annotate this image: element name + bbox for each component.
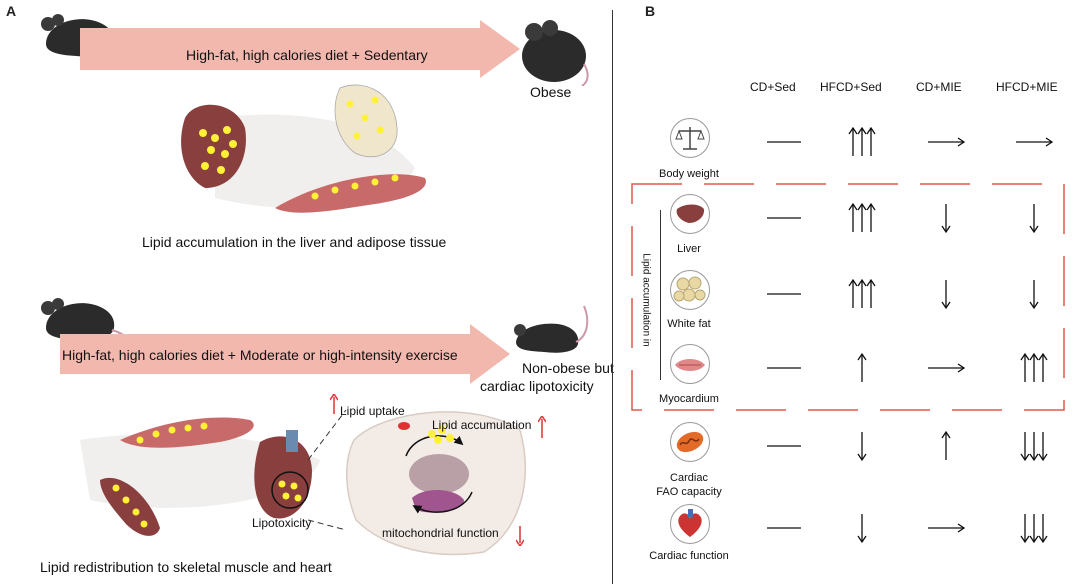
top-arrow-band: [80, 20, 520, 78]
strong-increase-arrows-r3-c3: [1020, 352, 1048, 382]
decrease-arrow-r2-c3: [1029, 280, 1039, 310]
bottom-caption: Lipid redistribution to skeletal muscle …: [40, 559, 332, 575]
strong-decrease-arrows-r4-c3: [1020, 432, 1048, 462]
unchanged-arrow-r3-c2: [928, 363, 966, 373]
obese-label: Obese: [530, 84, 572, 100]
fat-cells-icon: [670, 270, 710, 310]
no-change-mark-r5-c0: [767, 527, 801, 529]
scale-icon: [670, 118, 710, 158]
panel-divider: [612, 10, 613, 584]
column-header-cd-mie: CD+MIE: [916, 80, 962, 94]
lean-mouse-icon: [514, 305, 589, 353]
strong-increase-arrows-r2-c1: [848, 278, 876, 308]
increase-arrow-r4-c2: [941, 430, 951, 460]
liver-adipose-illustration: [181, 84, 426, 213]
strong-increase-arrows-r0-c1: [848, 126, 876, 156]
no-change-mark-r3-c0: [767, 367, 801, 369]
no-change-mark-r1-c0: [767, 217, 801, 219]
decrease-arrow-r1-c3: [1029, 204, 1039, 234]
top-caption: Lipid accumulation in the liver and adip…: [142, 234, 447, 250]
panel-b-letter: B: [645, 3, 656, 19]
lipid-group-dashed-box: [631, 183, 1065, 411]
row-label-body-weight: Body weight: [659, 168, 719, 180]
lipid-group-label: Lipid accumulation in: [640, 253, 652, 347]
row-label-cardiac-function: Cardiac function: [649, 550, 729, 562]
unchanged-arrow-r0-c3: [1016, 137, 1054, 147]
row-label-myocardium: Myocardium: [659, 393, 719, 405]
bottom-arrow-band: [60, 324, 510, 384]
heart-icon: [670, 504, 710, 544]
lipid-uptake-label: Lipid uptake: [340, 404, 405, 418]
up-indicator-lipid-uptake: [330, 394, 338, 414]
row-label-liver: Liver: [677, 243, 701, 255]
decrease-arrow-r2-c2: [941, 280, 951, 310]
no-change-mark-r0-c0: [767, 141, 801, 143]
myocardium-icon: [670, 344, 710, 384]
strong-decrease-arrows-r5-c3: [1020, 514, 1048, 544]
bottom-outcome-line1: Non-obese but: [522, 360, 614, 376]
decrease-arrow-r1-c2: [941, 204, 951, 234]
top-arrow-text: High-fat, high calories diet + Sedentary: [186, 47, 428, 63]
decrease-arrow-r4-c1: [857, 432, 867, 462]
down-indicator-mito: [516, 526, 524, 546]
lipotoxicity-label: Lipotoxicity: [252, 516, 312, 530]
mitochondrion-icon: [670, 422, 710, 462]
no-change-mark-r4-c0: [767, 445, 801, 447]
increase-arrow-r3-c1: [857, 352, 867, 382]
row-label-cardiac: Cardiac: [670, 472, 708, 484]
lipid-accumulation-label: Lipid accumulation: [432, 418, 532, 432]
unchanged-arrow-r0-c2: [928, 137, 966, 147]
strong-increase-arrows-r1-c1: [848, 202, 876, 232]
bottom-arrow-text: High-fat, high calories diet + Moderate …: [62, 347, 458, 363]
bottom-outcome-line2: cardiac lipotoxicity: [480, 378, 594, 394]
row-label-white-fat: White fat: [667, 318, 711, 330]
panel-a-letter: A: [6, 3, 17, 19]
liver-icon: [670, 194, 710, 234]
zoom-connectors: [307, 409, 347, 531]
mitochondrial-function-label: mitochondrial function: [382, 526, 499, 540]
no-change-mark-r2-c0: [767, 293, 801, 295]
up-indicator-lipid-accumulation: [538, 416, 546, 438]
column-header-cd-sed: CD+Sed: [750, 80, 796, 94]
decrease-arrow-r5-c1: [857, 514, 867, 544]
unchanged-arrow-r5-c2: [928, 523, 966, 533]
obese-mouse-icon: [522, 20, 589, 86]
muscle-heart-illustration: [80, 417, 320, 536]
row-label-fao-capacity: FAO capacity: [656, 486, 722, 498]
column-header-hfcd-sed: HFCD+Sed: [820, 80, 882, 94]
column-header-hfcd-mie: HFCD+MIE: [996, 80, 1058, 94]
lipid-group-bracket: [660, 210, 661, 380]
cardiomyocyte-cell: [346, 411, 527, 556]
